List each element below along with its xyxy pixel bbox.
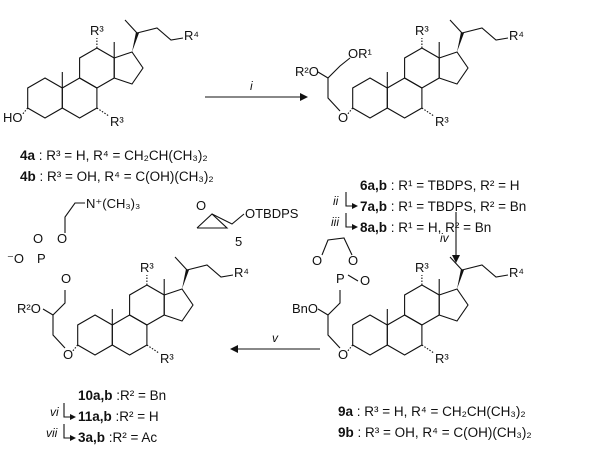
text-label: P	[37, 251, 46, 266]
text-label: 11a,b	[78, 409, 112, 424]
label-7ab: 7a,b : R¹ = TBDPS, R² = Bn	[360, 199, 526, 214]
text-label: 6a,b	[360, 178, 387, 193]
text-label: O	[312, 253, 322, 268]
steroid-6-8: O R²O OR¹ R³ R³ R⁴	[295, 19, 524, 129]
text-label: O	[61, 271, 71, 286]
label-6ab: 6a,b : R¹ = TBDPS, R² = H	[360, 178, 520, 193]
text-label: i	[250, 79, 253, 93]
text-label: R³	[160, 351, 174, 366]
text-label: R³	[110, 114, 124, 129]
text-label: OTBDPS	[245, 206, 299, 221]
text-label: v	[272, 331, 279, 345]
text-label: O	[338, 347, 348, 362]
text-label: iii	[331, 215, 339, 229]
text-label: R⁴	[509, 265, 524, 280]
text-label: vii	[46, 426, 58, 440]
text-label: O	[33, 231, 43, 246]
text-label: R³	[435, 114, 449, 129]
text-label: R³	[415, 260, 429, 275]
text-label: 10a,b	[78, 388, 113, 403]
text-label: R⁴	[509, 28, 524, 43]
steroid-9: O BnO P O O O R³ R³ R⁴	[292, 237, 524, 366]
text-label: R³	[90, 23, 104, 38]
label-9b: 9b : R³ = OH, R⁴ = C(OH)(CH₃)₂	[338, 425, 532, 440]
text-label: 3a,b	[78, 430, 105, 445]
text-label: : R¹ = TBDPS, R² = Bn	[387, 199, 526, 214]
text-label: 7a,b	[360, 199, 387, 214]
label-9a: 9a : R³ = H, R⁴ = CH₂CH(CH₃)₂	[338, 404, 526, 419]
label-4b: 4b : R³ = OH, R⁴ = C(OH)(CH₃)₂	[20, 169, 214, 184]
text-label: OR¹	[348, 46, 373, 61]
text-label: :R² = Ac	[105, 430, 157, 445]
text-label: vi	[50, 405, 59, 419]
text-label: ii	[333, 194, 339, 208]
arrow-step-i: i	[205, 79, 308, 101]
text-label: : R³ = H, R⁴ = CH₂CH(CH₃)₂	[353, 404, 526, 419]
text-label: O	[360, 273, 370, 288]
text-label: R³	[140, 260, 154, 275]
text-label: N⁺(CH₃)₃	[86, 196, 140, 211]
text-label: O	[196, 198, 206, 213]
text-label: R³	[415, 23, 429, 38]
label-3ab: 3a,b :R² = Ac	[78, 430, 157, 445]
label-8ab: 8a,b : R¹ = H, R² = Bn	[360, 220, 491, 235]
label-4a: 4a : R³ = H, R⁴ = CH₂CH(CH₃)₂	[20, 148, 208, 163]
steroid-4: HO R³ R³ R⁴	[3, 19, 199, 129]
text-label: :R² = Bn	[113, 388, 167, 403]
text-label: R²O	[295, 64, 319, 79]
text-label: :R² = H	[112, 409, 159, 424]
text-label: O	[348, 253, 358, 268]
text-label: 4a	[20, 148, 36, 163]
text-label: R⁴	[184, 28, 199, 43]
text-label: O	[63, 347, 73, 362]
text-label: BnO	[292, 301, 318, 316]
text-label: : R¹ = H, R² = Bn	[387, 220, 491, 235]
label-11ab: 11a,b :R² = H	[78, 409, 159, 424]
text-label: R³	[435, 351, 449, 366]
text-label: 4b	[20, 169, 36, 184]
text-label: O	[338, 110, 348, 125]
text-label: : R³ = H, R⁴ = CH₂CH(CH₃)₂	[35, 148, 208, 163]
text-label: R²O	[17, 301, 41, 316]
text-label: P	[336, 271, 345, 286]
text-label: HO	[3, 110, 23, 125]
text-label: R⁴	[234, 265, 249, 280]
arrows-vi-vii: vi vii	[46, 403, 76, 441]
label-10ab: 10a,b :R² = Bn	[78, 388, 166, 403]
epoxide-5: O OTBDPS 5	[196, 198, 299, 249]
text-label: : R¹ = TBDPS, R² = H	[387, 178, 520, 193]
text-label: : R³ = OH, R⁴ = C(OH)(CH₃)₂	[36, 169, 214, 184]
arrow-step-v: v	[230, 331, 320, 353]
steroid-3-10-11: O R²O O P ⁻O O O N⁺(CH₃)₃ R³ R³ R⁴	[7, 196, 249, 366]
text-label: ⁻O	[7, 251, 24, 266]
text-label: 8a,b	[360, 220, 387, 235]
text-label: 9b	[338, 425, 354, 440]
arrows-ii-iii: ii iii	[331, 192, 358, 230]
text-label: iv	[440, 231, 450, 245]
arrow-step-iv: iv	[440, 212, 460, 263]
text-label: : R³ = OH, R⁴ = C(OH)(CH₃)₂	[354, 425, 532, 440]
text-label: 9a	[338, 404, 354, 419]
text-label: 5	[235, 234, 242, 249]
text-label: O	[57, 231, 67, 246]
